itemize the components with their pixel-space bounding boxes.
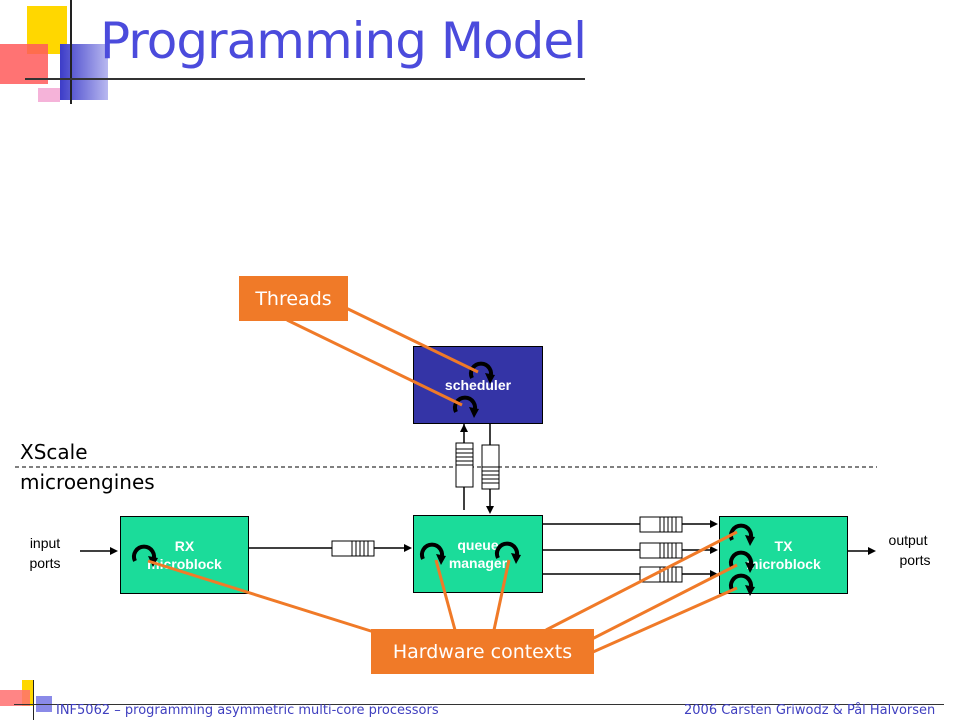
input-ports-label: input ports <box>29 535 61 571</box>
microengines-label: microengines <box>20 470 155 494</box>
threads-callout: Threads <box>239 276 348 321</box>
scheduler-label: scheduler <box>444 377 512 393</box>
slide-title: Programming Model <box>100 12 587 70</box>
tx-queues <box>639 516 683 583</box>
xscale-label: XScale <box>20 440 88 464</box>
output-ports-label: output ports <box>888 532 931 568</box>
scheduler-queues <box>455 442 500 490</box>
footer-course: INF5062 – programming asymmetric multi-c… <box>56 703 439 718</box>
hardware-contexts-callout: Hardware contexts <box>371 629 594 674</box>
scheduler-block: scheduler <box>413 346 543 424</box>
rx-queue <box>331 540 375 557</box>
footer-authors: 2006 Carsten Griwodz & Pål Halvorsen <box>684 703 936 718</box>
